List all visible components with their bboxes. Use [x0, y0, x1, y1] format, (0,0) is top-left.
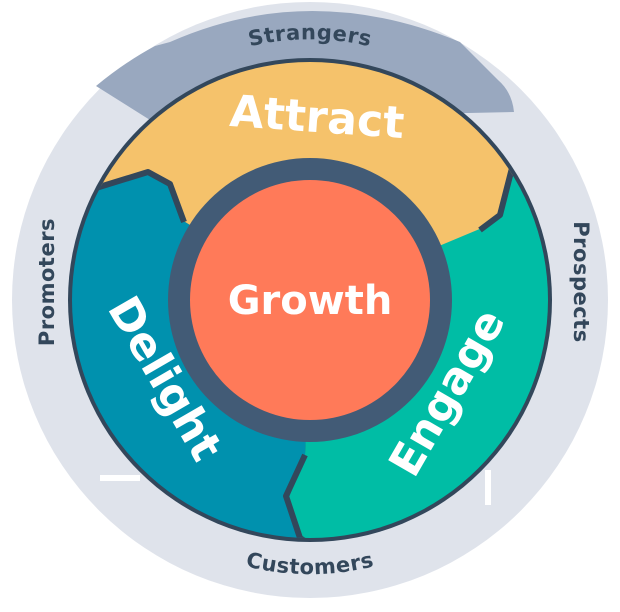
- growth-label: Growth: [228, 278, 393, 324]
- attract-segment-edge: [95, 169, 187, 224]
- attract-label: Attract: [228, 86, 406, 149]
- delight-segment-edge: [283, 453, 336, 538]
- promoters-label: Promoters: [35, 218, 59, 346]
- growth-circle: [190, 180, 430, 420]
- prospects-label: Prospects: [569, 221, 593, 342]
- attract-segment-edge-right: [478, 167, 515, 233]
